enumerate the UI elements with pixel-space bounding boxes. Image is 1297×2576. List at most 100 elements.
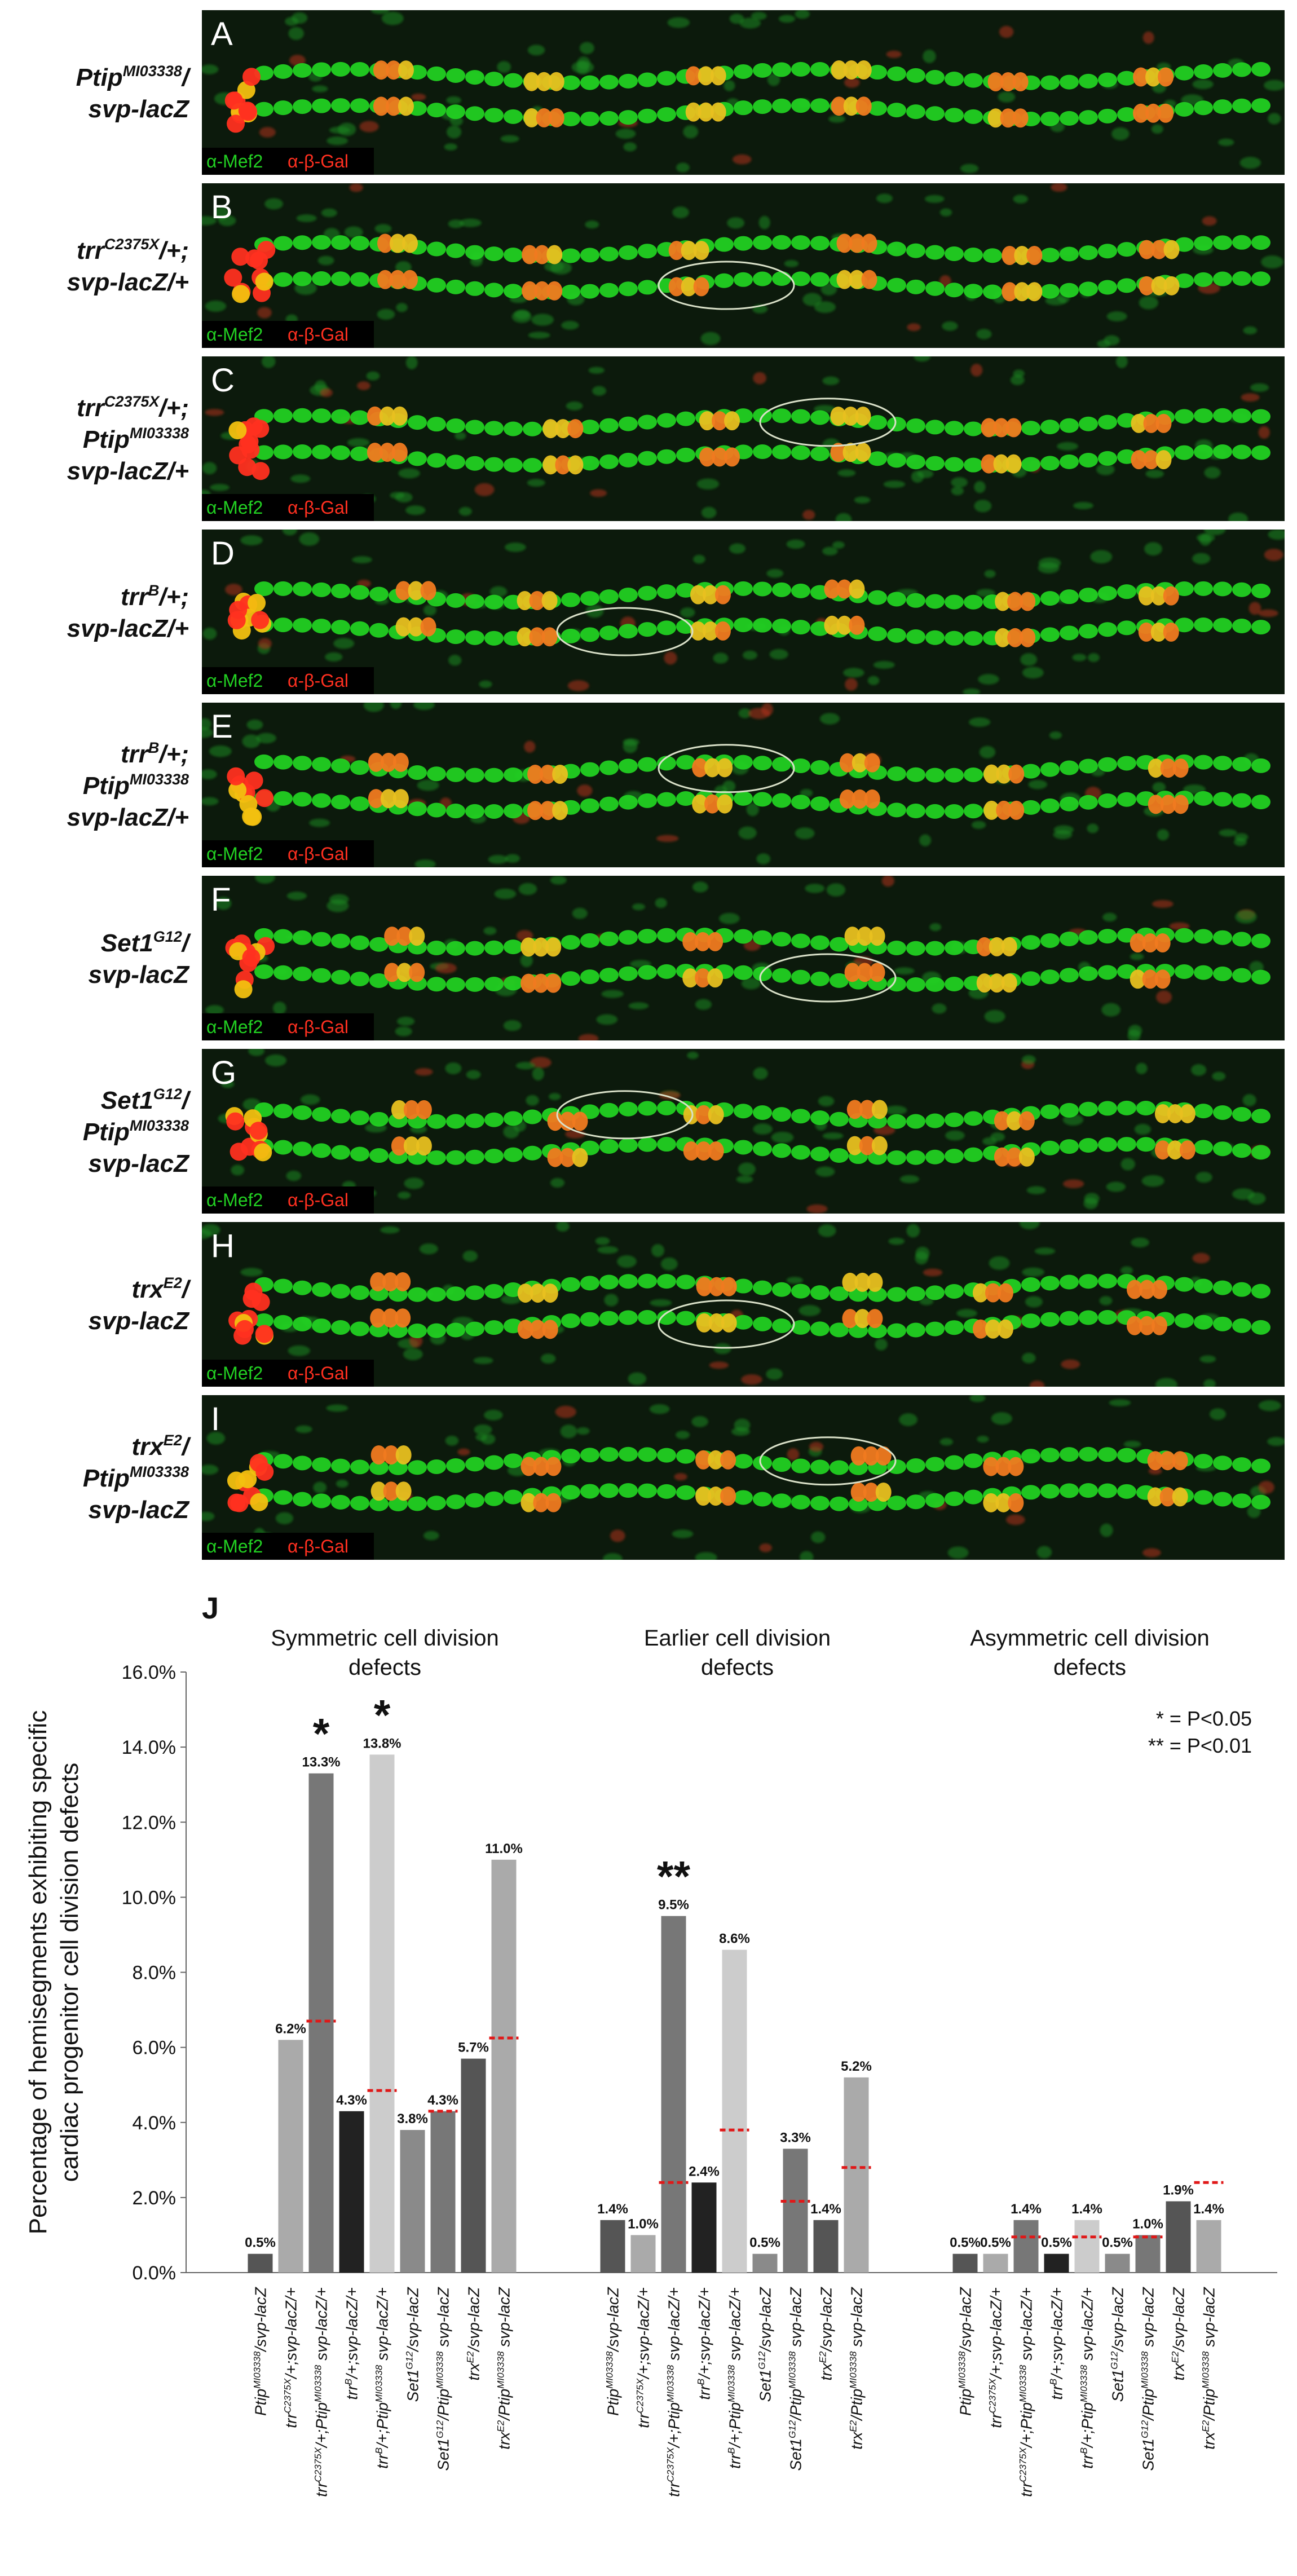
stain-legend-box [202,840,374,867]
bar-group: Earlier cell divisiondefects1.4%PtipMI03… [597,1626,872,2497]
defect-oval [556,607,694,656]
bar-value-label: 1.4% [597,2202,628,2217]
bar [369,1754,395,2273]
bar [1074,2220,1100,2273]
svg-text:PtipMI03338/svp-lacZ: PtipMI03338/svp-lacZ [605,2287,622,2416]
svg-text:trrB/+;svp-lacZ/+: trrB/+;svp-lacZ/+ [1048,2287,1066,2400]
category-label: trrB/+;svp-lacZ/+ [696,2287,713,2400]
svg-text:trrB/+;svp-lacZ/+: trrB/+;svp-lacZ/+ [696,2287,713,2400]
bar [952,2253,978,2273]
bar [308,1773,334,2273]
bar [491,1859,517,2273]
bar-value-label: 1.9% [1163,2183,1194,2198]
group-title: defects [1053,1655,1126,1680]
genotype-label-line: svp-lacZ [88,1496,190,1524]
bar [1166,2201,1191,2273]
significance-star: ** [657,1853,691,1901]
bar-value-label: 5.2% [841,2059,872,2074]
genotype-label-line: PtipMI03338 [83,1117,189,1146]
stain-label-mef2: α-Mef2 [206,151,263,171]
stain-legend-box [202,321,374,348]
category-label: trrB/+;PtipMI03338 svp-lacZ/+ [374,2287,391,2469]
stain-label-bgal: α-β-Gal [288,151,348,171]
significance-star: * [313,1710,330,1758]
svg-text:Set1G12/PtipMI03338 svp-lacZ: Set1G12/PtipMI03338 svp-lacZ [1140,2287,1157,2471]
genotype-label-line: PtipMI03338/ [76,63,192,91]
bar-value-label: 0.5% [749,2235,780,2251]
defect-oval [658,261,795,310]
category-label: trrC2375X/+;svp-lacZ/+ [283,2287,300,2428]
category-label: PtipMI03338/svp-lacZ [605,2287,622,2416]
y-tick-label: 4.0% [133,2112,177,2134]
genotype-label-line: trxE2/ [131,1274,191,1303]
defect-oval [658,1299,795,1349]
stain-legend-box [202,1360,374,1387]
bar [339,2111,364,2273]
y-tick-label: 14.0% [122,1737,176,1758]
cardiac-cells [202,1222,1270,1387]
bar-value-label: 6.2% [275,2021,306,2036]
stain-legend-box [202,1533,374,1560]
category-label: trrB/+;svp-lacZ/+ [1048,2287,1066,2400]
stain-label-mef2: α-Mef2 [206,671,263,691]
category-label: trrC2375X/+;PtipMI03338 svp-lacZ/+ [313,2287,330,2497]
category-label: Set1G12/svp-lacZ [1109,2287,1127,2402]
svg-text:PtipMI03338/svp-lacZ: PtipMI03338/svp-lacZ [252,2287,270,2416]
genotype-label-line: svp-lacZ [88,95,190,123]
svg-text:trrC2375X/+;svp-lacZ/+: trrC2375X/+;svp-lacZ/+ [987,2287,1005,2428]
defect-oval [658,744,795,793]
stain-label-bgal: α-β-Gal [288,844,348,864]
svg-text:trrB/+;PtipMI03338 svp-lacZ/+: trrB/+;PtipMI03338 svp-lacZ/+ [1079,2287,1096,2469]
category-label: trxE2/svp-lacZ [465,2287,483,2380]
bar [1013,2220,1039,2273]
y-tick-label: 2.0% [133,2187,177,2209]
category-label: PtipMI03338/svp-lacZ [957,2287,974,2416]
micrograph-background [202,183,1285,348]
y-tick-label: 12.0% [122,1812,176,1833]
panel-letter: C [211,362,235,399]
bar-value-label: 0.5% [245,2235,276,2251]
stain-label-mef2: α-Mef2 [206,497,263,518]
bar-value-label: 2.4% [689,2164,720,2179]
stain-label-bgal: α-β-Gal [288,1536,348,1556]
svg-text:trrC2375X/+;svp-lacZ/+: trrC2375X/+;svp-lacZ/+ [283,2287,300,2428]
svg-text:trrC2375X/+;PtipMI03338 svp-la: trrC2375X/+;PtipMI03338 svp-lacZ/+ [1018,2287,1035,2497]
stain-label-bgal: α-β-Gal [288,1363,348,1383]
y-tick-label: 16.0% [122,1662,176,1683]
svg-text:trrB/+;PtipMI03338 svp-lacZ/+: trrB/+;PtipMI03338 svp-lacZ/+ [374,2287,391,2469]
bar-value-label: 11.0% [485,1841,523,1856]
bar-value-label: 4.3% [427,2093,458,2108]
bar-value-label: 3.3% [780,2130,811,2145]
significance-star: * [374,1691,391,1739]
bar-group: Asymmetric cell divisiondefects0.5%PtipM… [950,1626,1224,2497]
bar [430,2111,456,2273]
defect-oval [759,398,897,447]
genotype-label-line: svp-lacZ/+ [67,804,189,831]
stain-label-mef2: α-Mef2 [206,1363,263,1383]
cardiac-cells [202,356,1270,521]
bar-group: Symmetric cell divisiondefects0.5%PtipMI… [245,1626,523,2497]
svg-text:trxE2/svp-lacZ: trxE2/svp-lacZ [1170,2287,1188,2380]
y-tick-label: 6.0% [133,2037,177,2059]
svg-text:Set1G12/svp-lacZ: Set1G12/svp-lacZ [757,2287,774,2402]
genotype-label-line: svp-lacZ/+ [67,615,189,642]
svg-text:trrC2375X/+;PtipMI03338 svp-la: trrC2375X/+;PtipMI03338 svp-lacZ/+ [313,2287,330,2497]
defect-oval [759,1436,897,1486]
panel-letter: E [211,708,233,745]
bar-value-label: 9.5% [658,1898,689,1913]
category-label: Set1G12/svp-lacZ [404,2287,422,2402]
micrograph-background [202,356,1285,521]
svg-text:Set1G12/svp-lacZ: Set1G12/svp-lacZ [1109,2287,1127,2402]
group-title: defects [348,1655,421,1680]
genotype-label-line: trxE2/ [131,1432,191,1461]
bar-value-label: 3.8% [397,2111,428,2127]
cardiac-cells [202,1395,1285,1560]
y-tick-label: 0.0% [133,2262,177,2284]
stain-label-bgal: α-β-Gal [288,671,348,691]
stain-label-mef2: α-Mef2 [206,1536,263,1556]
